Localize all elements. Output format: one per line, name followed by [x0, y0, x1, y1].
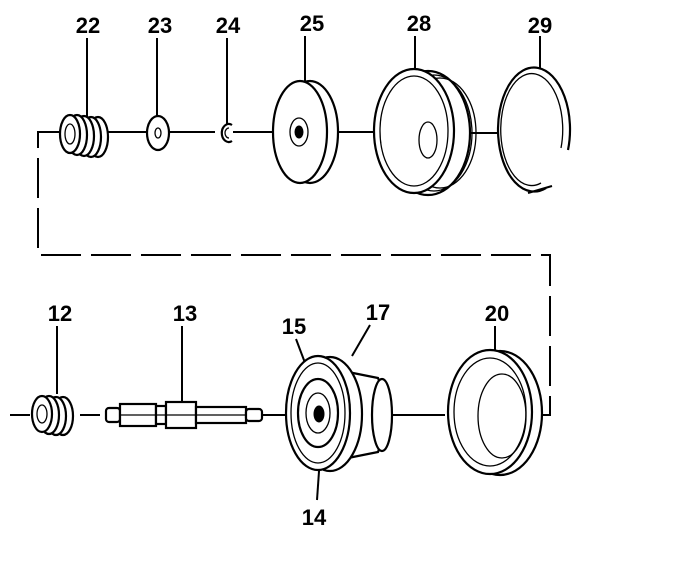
large-ring-inner [500, 72, 564, 187]
housing-lip [379, 75, 449, 187]
part-23-washer [145, 114, 171, 152]
hub-end [370, 377, 394, 453]
part-13-shaft [104, 400, 264, 430]
part-29-large-snap-ring [496, 66, 572, 194]
shaft-end [244, 407, 264, 423]
inner-seal-mid [305, 392, 331, 434]
inner-seal-hole [313, 405, 325, 423]
part-24-snap-ring [220, 122, 233, 144]
part-12-spring [30, 394, 75, 437]
leader-lines [56, 36, 541, 501]
snap-ring-body [220, 122, 233, 144]
shaft-tip [104, 406, 122, 424]
housing-hub [418, 121, 438, 159]
washer-hole [154, 127, 162, 139]
piston-hole [294, 125, 304, 139]
part-25-piston [271, 79, 340, 185]
label-part-20: 20 [485, 301, 509, 326]
housing-front [372, 67, 456, 195]
label-part-23: 23 [148, 13, 172, 38]
label-part-14: 14 [302, 505, 327, 530]
seal-ring-groove [290, 362, 346, 464]
label-part-17: 17 [366, 300, 390, 325]
large-ring-outer [496, 66, 572, 193]
label-part-12: 12 [48, 301, 72, 326]
spring-coil [30, 394, 54, 434]
label-part-15: 15 [282, 314, 306, 339]
part-22-spring [58, 113, 110, 159]
spring-coil [58, 113, 82, 155]
piston-hub [289, 117, 309, 147]
leader-17 [351, 324, 371, 357]
spring-bore [64, 123, 76, 145]
label-part-25: 25 [300, 11, 324, 36]
part-labels: 22 23 24 25 28 29 12 13 15 17 20 14 [48, 11, 552, 530]
spring-bore [36, 404, 48, 424]
label-part-28: 28 [407, 11, 431, 36]
part-20-seal-cup [446, 348, 544, 477]
large-ring-gap [527, 185, 553, 194]
label-part-22: 22 [76, 13, 100, 38]
part-15-inner-seal [296, 377, 340, 449]
label-part-13: 13 [173, 301, 197, 326]
label-part-24: 24 [216, 13, 241, 38]
label-part-29: 29 [528, 13, 552, 38]
part-28-housing [372, 67, 477, 197]
cup-inner [477, 373, 527, 459]
washer-body [145, 114, 171, 152]
snap-ring-inner [224, 127, 230, 139]
connector-dashed-path [37, 131, 551, 416]
cup-front [446, 348, 534, 476]
